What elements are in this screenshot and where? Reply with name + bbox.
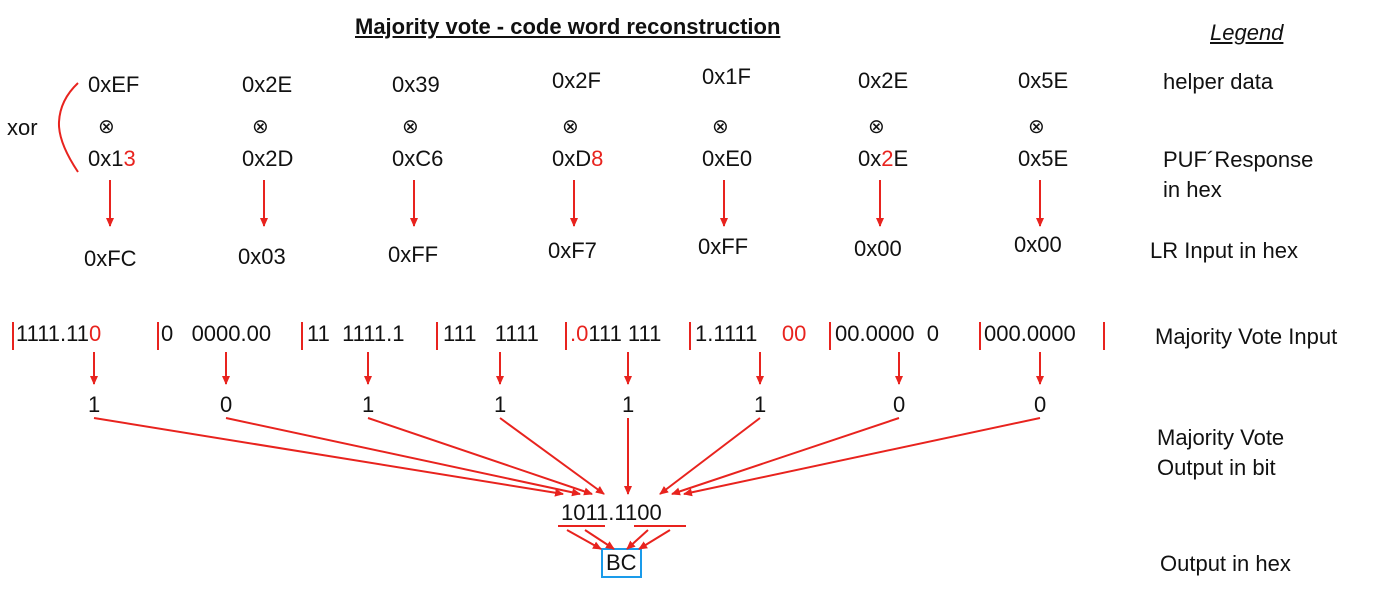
lr-input-value: 0xFF xyxy=(698,234,749,259)
puf-response-value: 0x2E xyxy=(858,148,908,170)
vote-group-bits: 000.0000 xyxy=(984,323,1076,345)
puf-response-part: 0x2D xyxy=(242,146,294,171)
vote-group-bits: 0 0000.00 xyxy=(161,323,271,345)
vote-output-bit: 0 xyxy=(220,392,233,417)
puf-response-value: 0xD8 xyxy=(552,148,603,170)
helper-data-value: 0x2F xyxy=(552,68,601,93)
vote-output-bit: 1 xyxy=(622,392,635,417)
final-hex-box: BC xyxy=(601,548,642,578)
vote-group-bits: 00.0000 0 xyxy=(835,323,939,345)
puf-response-part: 0x5E xyxy=(1018,146,1069,171)
legend-puf-response-line1: PUF´Response xyxy=(1163,147,1314,172)
nibble-to-hex-arrow xyxy=(584,529,615,550)
legend-majority-vote-input: Majority Vote Input xyxy=(1155,324,1338,349)
puf-response-value: 0xC6 xyxy=(392,148,443,170)
puf-response-value: 0xE0 xyxy=(702,148,752,170)
vote-group-bits: 1.1111 00 xyxy=(695,323,806,345)
puf-response-part: 3 xyxy=(123,146,136,171)
vote-group-bits: 1111.110 xyxy=(16,323,101,345)
legend-majority-vote-output-line1: Majority Vote xyxy=(1157,425,1285,450)
xor-operator: ⊗ xyxy=(1028,116,1045,138)
vote-output-bit: 1 xyxy=(88,392,101,417)
legend-puf-response-line2: in hex xyxy=(1163,177,1222,202)
vote-group-part: 111 111 xyxy=(588,321,662,346)
lr-input-value: 0xF7 xyxy=(548,238,597,263)
xor-label: xor xyxy=(7,115,38,140)
vote-output-bit: 0 xyxy=(1034,392,1047,417)
bit-to-word-arrow xyxy=(683,417,1041,497)
lr-input-value: 0xFF xyxy=(388,242,439,267)
bit-to-word-arrow xyxy=(367,417,593,496)
bit-to-word-arrow xyxy=(225,417,581,497)
vote-group-part: 0 0000.00 xyxy=(161,321,272,346)
vote-output-bit: 0 xyxy=(893,392,906,417)
puf-response-part: 0xC6 xyxy=(392,146,444,171)
puf-response-part: 2 xyxy=(881,146,894,171)
puf-response-part: 0x1 xyxy=(88,146,124,171)
bit-to-word-arrow xyxy=(93,417,564,497)
vote-output-bit: 1 xyxy=(362,392,375,417)
legend-helper-data: helper data xyxy=(1163,69,1274,94)
puf-response-value: 0x5E xyxy=(1018,148,1068,170)
legend-heading: Legend xyxy=(1210,20,1284,45)
nibble-to-hex-arrow xyxy=(626,529,649,550)
vote-group-bits: 11 1111.1 xyxy=(307,323,404,345)
puf-response-value: 0x2D xyxy=(242,148,293,170)
lr-input-value: 0x03 xyxy=(238,244,286,269)
helper-data-value: 0x5E xyxy=(1018,68,1069,93)
helper-data-value: 0xEF xyxy=(88,72,140,97)
legend-output-hex: Output in hex xyxy=(1160,551,1291,576)
vote-group-bits: 111 1111 xyxy=(443,323,539,345)
vote-group-part: 1111.11 xyxy=(16,321,89,346)
nibble-to-hex-arrow xyxy=(638,529,671,550)
vote-group-part: .0 xyxy=(570,321,589,346)
helper-data-value: 0x2E xyxy=(242,72,293,97)
xor-operator: ⊗ xyxy=(712,116,729,138)
vote-group-part: 00 xyxy=(781,321,807,346)
vote-group-bits: .0111 111 xyxy=(570,323,661,345)
vote-output-bit: 1 xyxy=(494,392,507,417)
helper-data-value: 0x1F xyxy=(702,64,751,89)
nibble-to-hex-arrow xyxy=(566,529,602,550)
final-code-word: 1011.1100 xyxy=(561,500,662,525)
vote-group-part: 000.0000 xyxy=(984,321,1076,346)
xor-operator: ⊗ xyxy=(868,116,885,138)
vote-group-part: 11 1111.1 xyxy=(307,321,405,346)
vote-group-part: 0 xyxy=(89,321,102,346)
vote-group-part: 1.1111 xyxy=(695,321,782,346)
helper-data-value: 0x2E xyxy=(858,68,909,93)
lr-input-value: 0xFC xyxy=(84,246,137,271)
vote-group-part: 111 1111 xyxy=(443,321,539,346)
vote-output-bit: 1 xyxy=(754,392,767,417)
lr-input-value: 0x00 xyxy=(854,236,902,261)
xor-operator: ⊗ xyxy=(98,116,115,138)
bit-to-word-arrow xyxy=(671,417,900,496)
xor-operator: ⊗ xyxy=(562,116,579,138)
xor-brace xyxy=(57,82,79,173)
puf-response-value: 0x13 xyxy=(88,148,136,170)
puf-response-part: 8 xyxy=(591,146,604,171)
puf-response-part: 0x xyxy=(858,146,882,171)
legend-majority-vote-output-line2: Output in bit xyxy=(1157,455,1276,480)
puf-response-part: E xyxy=(893,146,909,171)
lr-input-value: 0x00 xyxy=(1014,232,1062,257)
xor-operator: ⊗ xyxy=(252,116,269,138)
bit-to-word-arrow xyxy=(659,417,761,495)
puf-response-part: 0xE0 xyxy=(702,146,753,171)
page-title: Majority vote - code word reconstruction xyxy=(355,14,781,39)
puf-response-part: 0xD xyxy=(552,146,592,171)
helper-data-value: 0x39 xyxy=(392,72,440,97)
bit-to-word-arrow xyxy=(499,417,605,495)
vote-group-part: 00.0000 0 xyxy=(835,321,939,346)
xor-operator: ⊗ xyxy=(402,116,419,138)
legend-lr-input: LR Input in hex xyxy=(1150,238,1298,263)
